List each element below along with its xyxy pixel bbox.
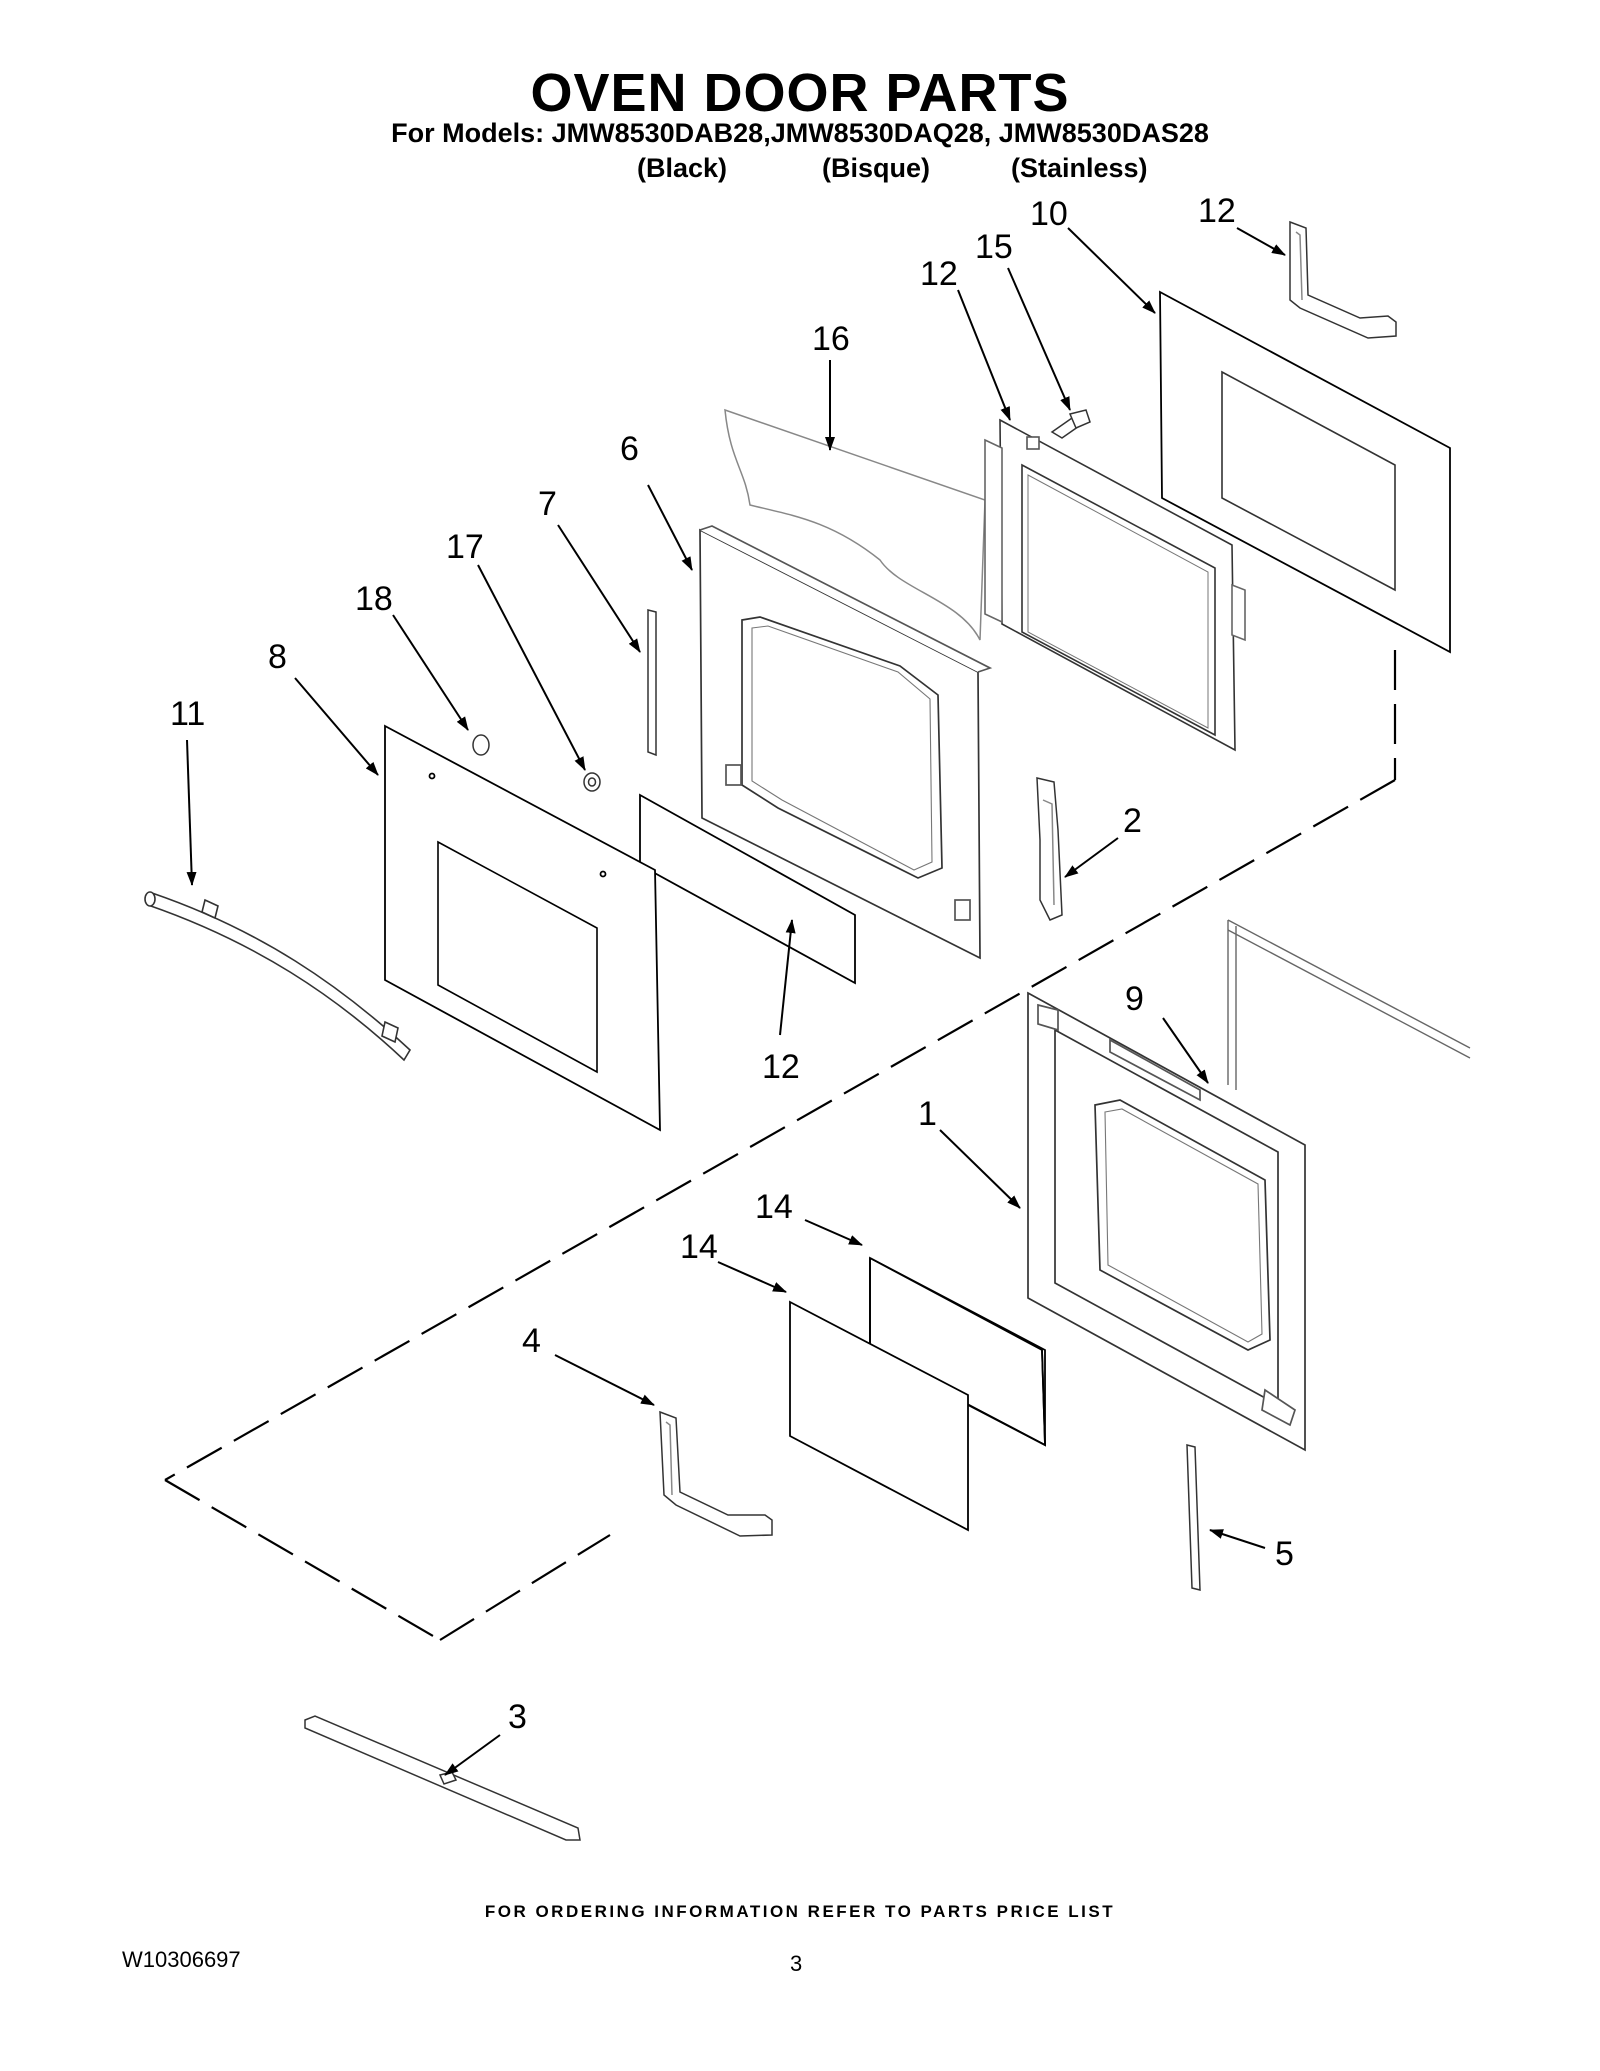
callout-4: 4 [522, 1322, 541, 1360]
part-9-gasket [1227, 919, 1471, 1090]
part-10-outer-glass [1159, 290, 1451, 654]
part-18-knob [472, 734, 490, 756]
part-13-bracket [1289, 220, 1397, 339]
part-8-outer-door [384, 724, 661, 1132]
callout-17: 17 [446, 528, 484, 566]
part-4-bracket [659, 1410, 773, 1537]
callout-9: 9 [1125, 980, 1144, 1018]
callout-12-lower: 12 [762, 1048, 800, 1086]
callout-14-rear: 14 [755, 1188, 793, 1226]
part-14-glass-front [789, 1300, 969, 1532]
part-1-door-liner [1027, 991, 1306, 1452]
part-7-strip [647, 609, 657, 757]
part-3-vent-trim [304, 1715, 581, 1841]
ordering-info: FOR ORDERING INFORMATION REFER TO PARTS … [484, 1902, 1116, 1921]
part-2-hinge-bracket [1036, 777, 1063, 921]
document-number: W10306697 [122, 1947, 241, 1972]
part-15-screw [1050, 409, 1091, 439]
callout-15: 15 [975, 228, 1013, 266]
part-12-door-frame-upper [984, 418, 1246, 752]
callout-labels: 12 10 15 12 16 6 7 17 18 8 11 2 12 9 1 1… [170, 192, 1294, 1736]
part-16-insulation [724, 408, 986, 641]
leader-lines [186, 227, 1286, 1776]
callout-5: 5 [1275, 1535, 1294, 1573]
part-6-inner-panel [699, 525, 993, 960]
callout-1: 1 [918, 1095, 937, 1133]
callout-8: 8 [268, 638, 287, 676]
color-bisque: (Bisque) [822, 153, 930, 183]
assembly-guide-lines [164, 650, 1397, 1641]
callout-13: 12 [1198, 192, 1236, 230]
callout-6: 6 [620, 430, 639, 468]
callout-16: 16 [812, 320, 850, 358]
model-list: For Models: JMW8530DAB28,JMW8530DAQ28, J… [391, 118, 1209, 148]
callout-3: 3 [508, 1698, 527, 1736]
part-5-strip [1186, 1444, 1201, 1591]
callout-7: 7 [538, 485, 557, 523]
color-black: (Black) [637, 153, 728, 183]
part-11-handle [144, 891, 412, 1062]
callout-14-front: 14 [680, 1228, 718, 1266]
part-17-fitting [583, 772, 601, 792]
page-title: OVEN DOOR PARTS [530, 63, 1070, 123]
part-12-panel-strip [639, 793, 856, 985]
callout-2: 2 [1123, 802, 1142, 840]
page-number: 3 [790, 1951, 803, 1976]
callout-12-upper: 12 [920, 255, 958, 293]
callout-10: 10 [1030, 195, 1068, 233]
color-stainless: (Stainless) [1011, 153, 1148, 183]
part-14-glass-overlap [869, 1257, 1046, 1447]
callout-11: 11 [170, 695, 205, 733]
callout-18: 18 [355, 580, 393, 618]
